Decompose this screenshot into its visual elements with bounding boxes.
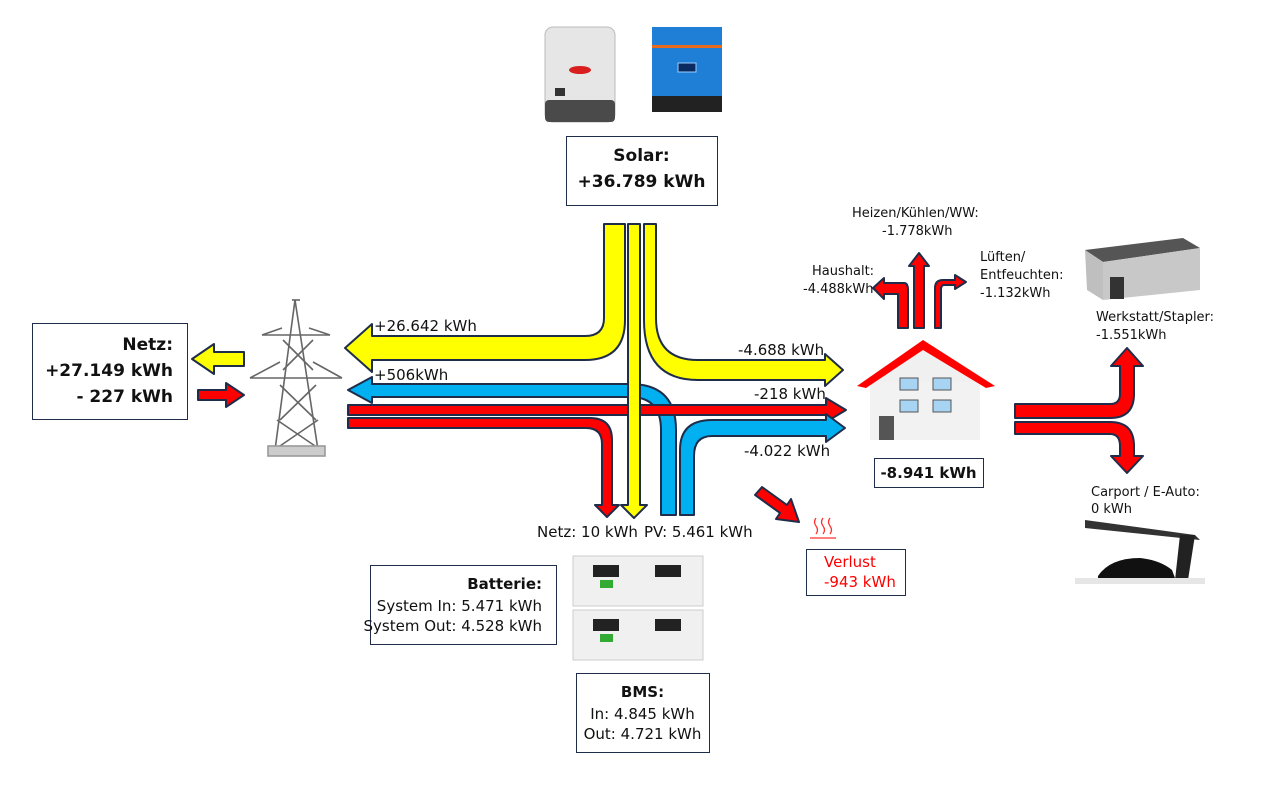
inverter-device-icon [544, 26, 616, 123]
loss-summary-box: Verlust -943 kWh [806, 549, 906, 596]
consumer-haushalt-value: -4.488kWh [803, 282, 874, 297]
charge-controller-device-icon [652, 27, 722, 112]
battery-title: Batterie: [467, 575, 542, 593]
consumer-lueften-value: -1.132kWh [980, 286, 1051, 301]
bms-summary-box: BMS: In: 4.845 kWh Out: 4.721 kWh [576, 673, 710, 753]
carport-icon [1075, 520, 1205, 584]
power-pylon-icon [249, 299, 343, 457]
netz-import-arrow [191, 343, 245, 375]
battery-to-grid-arrow [347, 376, 677, 516]
bms-out: Out: 4.721 kWh [583, 725, 702, 743]
solar-to-house-arrow [643, 223, 844, 387]
netz-export-arrow [197, 382, 245, 408]
battery-system-out: System Out: 4.528 kWh [363, 617, 542, 635]
consumer-haushalt-label: Haushalt: [812, 264, 875, 279]
battery-summary-box: Batterie: System In: 5.471 kWh System Ou… [364, 565, 557, 645]
consumer-carport-value: 0 kWh [1091, 502, 1133, 517]
netz-export-value: - 227 kWh [76, 387, 173, 407]
carport-arrow [1014, 421, 1144, 474]
solar-title: Solar: [613, 146, 670, 166]
flow-label-solar-to-house: -4.688 kWh [738, 341, 825, 359]
consumer-carport-label: Carport / E-Auto: [1091, 485, 1200, 500]
solar-to-battery-arrow [620, 223, 648, 519]
consumer-lueften-label2: Entfeuchten: [980, 268, 1064, 283]
consumer-werkstatt-label: Werkstatt/Stapler: [1096, 310, 1215, 325]
netz-import-value: +27.149 kWh [45, 361, 173, 381]
solar-to-grid-arrow [344, 223, 626, 373]
consumer-lueften-label1: Lüften/ [980, 250, 1026, 265]
house-value: -8.941 kWh [880, 464, 977, 482]
netz-title: Netz: [122, 335, 173, 355]
flow-label-pv-to-battery: PV: 5.461 kWh [644, 523, 753, 541]
flow-label-solar-to-grid: +26.642 kWh [374, 317, 477, 335]
flow-label-battery-to-grid: +506kWh [374, 366, 449, 384]
flow-label-grid-to-house: -218 kWh [754, 385, 826, 403]
battery-system-in: System In: 5.471 kWh [376, 597, 542, 615]
solar-value: +36.789 kWh [577, 172, 706, 192]
consumer-heizen-value: -1.778kWh [882, 224, 953, 239]
loss-value: -943 kWh [824, 573, 896, 591]
loss-arrow [754, 486, 800, 523]
lueften-arrow [934, 274, 967, 329]
house-summary-box: -8.941 kWh [874, 458, 984, 488]
netz-summary-box: Netz: +27.149 kWh - 227 kWh [32, 323, 188, 420]
haushalt-arrow [872, 277, 909, 329]
bms-title: BMS: [620, 683, 665, 701]
grid-to-house-arrow [347, 397, 847, 423]
house-icon [857, 340, 995, 440]
heat-loss-icon [810, 517, 836, 539]
flow-label-grid-to-battery: Netz: 10 kWh [537, 523, 638, 541]
workshop-building-icon [1085, 238, 1200, 300]
grid-to-battery-arrow [347, 417, 620, 518]
bms-in: In: 4.845 kWh [590, 705, 695, 723]
battery-module-icon [572, 555, 704, 661]
loss-title: Verlust [824, 553, 876, 571]
battery-to-house-arrow [679, 413, 846, 516]
heizen-arrow [908, 252, 930, 329]
consumer-heizen-label: Heizen/Kühlen/WW: [852, 206, 979, 221]
flow-label-battery-to-house: -4.022 kWh [744, 442, 831, 460]
werkstatt-arrow [1014, 347, 1144, 419]
consumer-werkstatt-value: -1.551kWh [1096, 328, 1167, 343]
solar-summary-box: Solar: +36.789 kWh [566, 136, 718, 206]
